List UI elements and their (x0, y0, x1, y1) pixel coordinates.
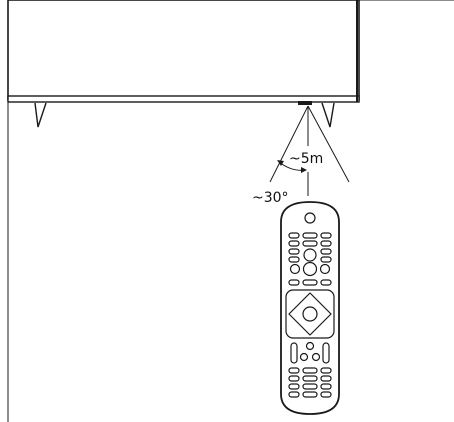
mid-key (302, 279, 318, 286)
bottom-key (302, 391, 318, 398)
top-key (320, 256, 332, 263)
tv-foot-left (34, 102, 47, 128)
home-button (303, 248, 317, 262)
ir-sensor (298, 101, 312, 105)
top-key (288, 232, 300, 239)
round-key-large (302, 261, 318, 277)
mid-key (320, 279, 332, 286)
channel-rocker (322, 342, 330, 364)
bottom-key (320, 367, 332, 374)
bottom-key (302, 367, 318, 374)
angle-arc-arrow-left (277, 160, 284, 166)
mid-key (288, 279, 300, 286)
top-key (320, 248, 332, 255)
small-key (305, 341, 315, 351)
bottom-key (288, 367, 300, 374)
bottom-key (320, 375, 332, 382)
remote-control (280, 201, 340, 415)
range-cone (269, 105, 350, 196)
top-key (302, 232, 318, 239)
tv-screen (7, 0, 360, 101)
bottom-key (320, 391, 332, 398)
volume-rocker (290, 342, 298, 364)
small-key (311, 352, 321, 362)
top-key (288, 256, 300, 263)
top-key (288, 248, 300, 255)
tv (7, 0, 360, 128)
top-key (320, 240, 332, 247)
cone-right-edge (307, 105, 350, 183)
bottom-key (288, 391, 300, 398)
bottom-key (302, 375, 318, 382)
small-key (299, 352, 309, 362)
round-key (319, 263, 331, 275)
bottom-key (302, 383, 318, 390)
bottom-key (288, 383, 300, 390)
top-key (320, 232, 332, 239)
angle-label: ~30° (252, 190, 289, 206)
top-key (288, 240, 300, 247)
distance-label: ~5m (289, 151, 323, 167)
angle-arc-arrow-right (301, 167, 307, 173)
top-key (302, 240, 318, 247)
bottom-key (320, 383, 332, 390)
tv-foot-right (321, 102, 335, 128)
round-key (289, 263, 301, 275)
ok-button (302, 306, 318, 322)
tv-bezel-bottom (7, 95, 360, 103)
cone-left-edge (269, 105, 309, 183)
bottom-key (288, 375, 300, 382)
power-button (304, 212, 316, 224)
